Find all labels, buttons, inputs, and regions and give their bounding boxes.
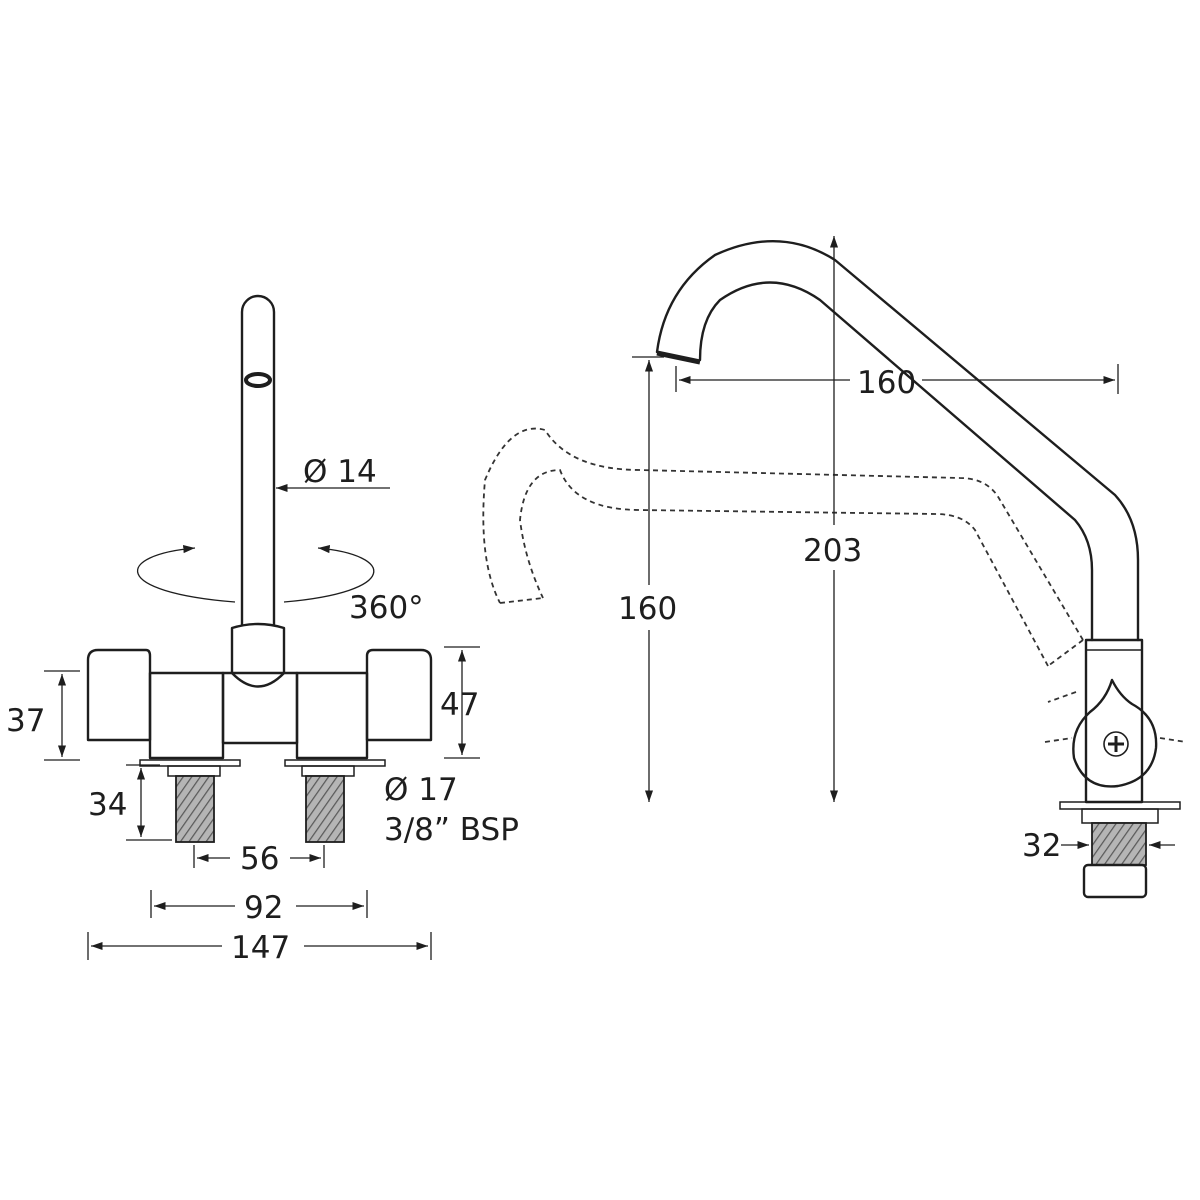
side-spout-outlet	[656, 350, 701, 365]
spout-reach-label: 160	[857, 365, 916, 401]
right-washer	[284, 759, 386, 767]
right-valve-body	[295, 671, 369, 760]
thread-length-label: 34	[88, 787, 127, 823]
left-valve-body	[148, 671, 225, 760]
overall-width-label: 147	[231, 930, 290, 966]
left-handle	[86, 648, 152, 742]
left-nut	[167, 765, 221, 777]
side-threaded-tail	[1091, 822, 1147, 866]
thread-spec-label: 3/8” BSP	[384, 812, 519, 848]
rotation-arc-right	[283, 544, 375, 603]
side-view: 160 160 203 32	[482, 236, 1187, 899]
left-threaded-tail	[175, 775, 215, 843]
side-spout-tube	[655, 240, 1140, 642]
handle-index-icon	[1103, 731, 1129, 757]
center-body	[221, 671, 299, 745]
side-valve-body	[1084, 638, 1144, 804]
side-tail-fitting	[1082, 863, 1148, 899]
spout-collar	[230, 622, 286, 688]
rotation-label: 360°	[349, 590, 424, 626]
side-base-nut	[1081, 808, 1159, 824]
spout-diameter-label: Ø 14	[303, 454, 377, 490]
rotation-arc-left	[137, 544, 236, 603]
tail-spacing-label: 56	[240, 841, 279, 877]
body-height-label: 47	[440, 687, 479, 723]
front-spout-tube	[240, 294, 276, 627]
handle-height-label: 37	[6, 703, 45, 739]
handle-span-label: 92	[244, 890, 283, 926]
right-nut	[301, 765, 355, 777]
right-threaded-tail	[305, 775, 345, 843]
right-handle	[365, 648, 433, 742]
spout-height-label: 160	[618, 591, 677, 627]
base-diameter-label: 32	[1022, 828, 1061, 864]
spout-aerator	[244, 372, 272, 388]
side-handle	[1072, 678, 1158, 788]
thread-diameter-label: Ø 17	[384, 772, 458, 808]
alternate-spout-position	[482, 427, 1084, 667]
front-view: 360° Ø 14 37 47 34 Ø 17 3/8” BSP 56	[6, 294, 519, 966]
overall-height-label: 203	[803, 533, 862, 569]
